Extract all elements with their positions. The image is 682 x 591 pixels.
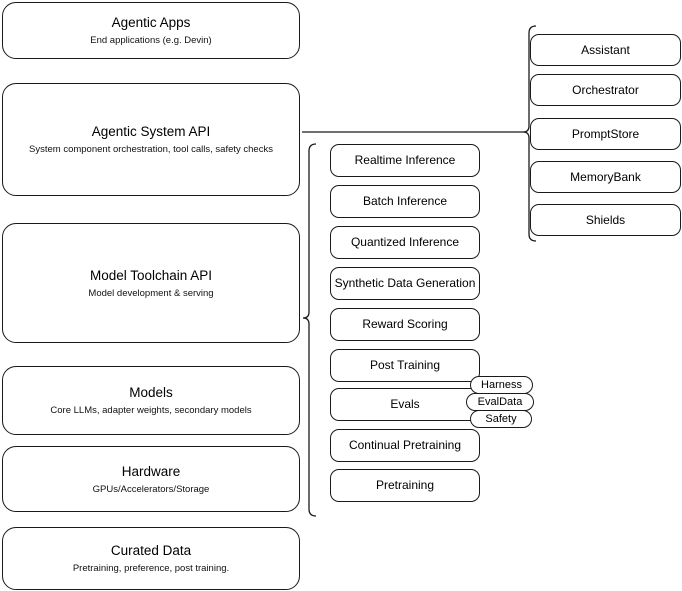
eval-pill-evaldata[interactable]: EvalData (466, 393, 534, 411)
layer-models[interactable]: Models Core LLMs, adapter weights, secon… (2, 366, 300, 435)
toolchain-item-post-training[interactable]: Post Training (330, 349, 480, 382)
toolchain-item-batch-inference[interactable]: Batch Inference (330, 185, 480, 218)
toolchain-item-label: Realtime Inference (354, 153, 456, 167)
toolchain-item-pretraining[interactable]: Pretraining (330, 469, 480, 502)
agentic-item-shields[interactable]: Shields (530, 204, 681, 236)
eval-pill-label: Safety (485, 412, 517, 425)
agentic-item-label: Orchestrator (572, 82, 639, 97)
agentic-item-promptstore[interactable]: PromptStore (530, 118, 681, 150)
toolchain-item-label: Quantized Inference (350, 235, 460, 249)
toolchain-item-label: Evals (390, 397, 420, 411)
layer-subtitle: Pretraining, preference, post training. (72, 563, 230, 574)
eval-pill-safety[interactable]: Safety (470, 410, 532, 428)
layer-agentic-system-api[interactable]: Agentic System API System component orch… (2, 83, 300, 196)
agentic-item-label: MemoryBank (570, 169, 641, 184)
toolchain-item-synthetic-data-generation[interactable]: Synthetic Data Generation (330, 267, 480, 300)
layer-subtitle: Model development & serving (88, 287, 214, 299)
layer-subtitle: Core LLMs, adapter weights, secondary mo… (50, 405, 252, 416)
layer-title: Model Toolchain API (89, 267, 213, 283)
eval-pill-label: EvalData (477, 395, 523, 408)
toolchain-item-evals[interactable]: Evals (330, 388, 480, 421)
toolchain-item-label: Post Training (369, 358, 441, 372)
toolchain-item-continual-pretraining[interactable]: Continual Pretraining (330, 429, 480, 462)
layer-hardware[interactable]: Hardware GPUs/Accelerators/Storage (2, 446, 300, 512)
layer-title: Models (129, 385, 173, 400)
agentic-item-orchestrator[interactable]: Orchestrator (530, 74, 681, 106)
agentic-item-memorybank[interactable]: MemoryBank (530, 161, 681, 193)
agentic-item-label: Shields (585, 212, 626, 227)
agentic-item-label: PromptStore (571, 126, 640, 141)
layer-subtitle: End applications (e.g. Devin) (90, 35, 212, 46)
layer-title: Agentic Apps (111, 15, 191, 30)
toolchain-item-label: Reward Scoring (362, 317, 448, 331)
toolchain-item-realtime-inference[interactable]: Realtime Inference (330, 144, 480, 177)
agentic-item-assistant[interactable]: Assistant (530, 34, 681, 66)
layer-subtitle: GPUs/Accelerators/Storage (92, 483, 210, 495)
toolchain-item-label: Synthetic Data Generation (334, 276, 476, 290)
layer-title: Agentic System API (91, 124, 211, 139)
toolchain-item-label: Batch Inference (362, 194, 448, 208)
toolchain-item-quantized-inference[interactable]: Quantized Inference (330, 226, 480, 259)
layer-agentic-apps[interactable]: Agentic Apps End applications (e.g. Devi… (2, 2, 300, 59)
layer-title: Curated Data (110, 543, 192, 558)
layer-title: Hardware (121, 463, 181, 479)
toolchain-item-reward-scoring[interactable]: Reward Scoring (330, 308, 480, 341)
toolchain-item-label: Pretraining (375, 478, 435, 492)
toolchain-item-label: Continual Pretraining (348, 438, 462, 452)
brace-toolchain-components (302, 143, 317, 517)
agentic-item-label: Assistant (581, 42, 630, 57)
layer-model-toolchain-api[interactable]: Model Toolchain API Model development & … (2, 223, 300, 343)
eval-pill-harness[interactable]: Harness (470, 376, 533, 394)
eval-pill-label: Harness (481, 378, 522, 391)
layer-curated-data[interactable]: Curated Data Pretraining, preference, po… (2, 527, 300, 590)
layer-subtitle: System component orchestration, tool cal… (29, 144, 273, 155)
